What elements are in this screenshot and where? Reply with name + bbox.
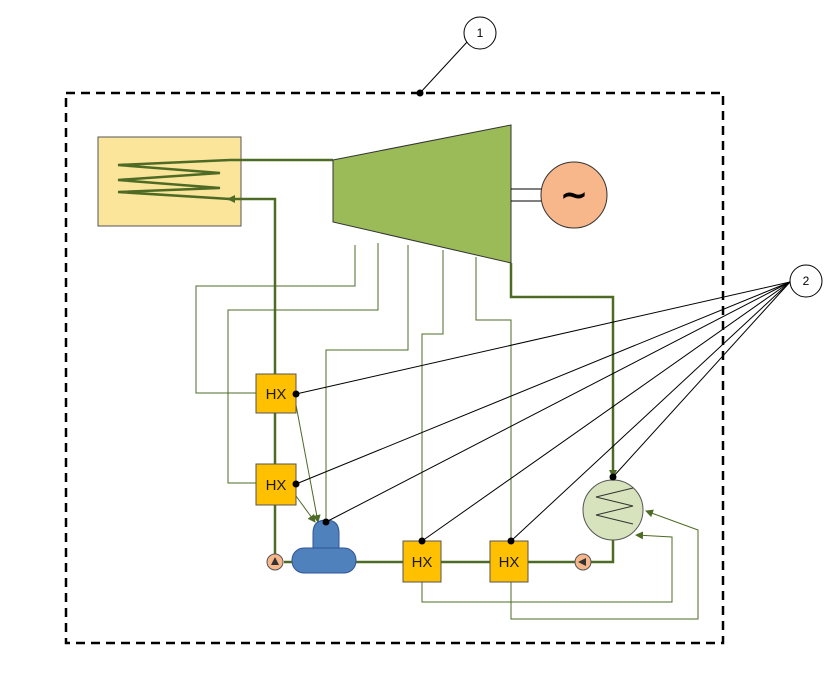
extraction-line-1 <box>195 245 356 394</box>
drain-line-2 <box>295 495 316 523</box>
extraction-lines <box>195 243 512 541</box>
turbine <box>332 124 512 264</box>
system-boundary <box>64 91 725 645</box>
hx-label-1: HX <box>266 386 287 403</box>
heat-exchanger-high-1: HX <box>255 373 297 414</box>
extraction-line-2 <box>227 243 379 484</box>
extraction-line-3 <box>325 245 409 522</box>
hx-label-4: HX <box>499 554 520 571</box>
drain-line-3 <box>421 531 673 603</box>
hx-label-3: HX <box>412 554 433 571</box>
generator: ~ <box>540 161 608 229</box>
generator-symbol: ~ <box>560 175 589 215</box>
condenser-coil <box>595 487 634 525</box>
drain-line-4 <box>510 509 699 620</box>
callout-label-1: 1 <box>477 26 484 40</box>
boiler <box>97 136 242 227</box>
deaerator <box>291 519 357 574</box>
callout-heat-exchangers: 2 <box>292 264 823 545</box>
condensate-pipe <box>591 540 615 564</box>
feedwater-pipe-4 <box>227 195 277 374</box>
feedwater-pump <box>266 553 284 571</box>
hx-label-2: HX <box>266 477 287 494</box>
condensate-pump <box>574 553 592 571</box>
callout-system: 1 <box>416 16 497 97</box>
callout-label-2: 2 <box>803 274 810 288</box>
turbine-shaft <box>511 188 541 202</box>
boiler-coil <box>117 158 231 201</box>
drain-line-1 <box>295 404 321 523</box>
heat-exchanger-low-1: HX <box>402 540 442 583</box>
extraction-line-5 <box>475 257 512 541</box>
heat-exchanger-low-2: HX <box>489 540 529 583</box>
extraction-line-4 <box>421 250 444 541</box>
exhaust-pipe <box>509 263 617 478</box>
condenser <box>582 479 644 541</box>
heat-exchanger-high-2: HX <box>255 463 297 506</box>
